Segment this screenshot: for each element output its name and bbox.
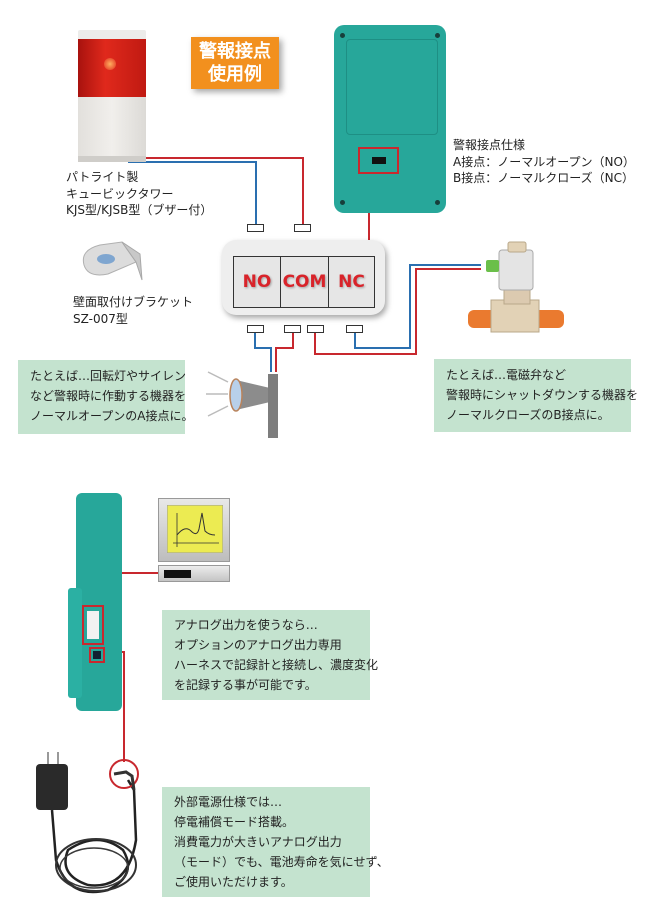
light-ray: [207, 371, 229, 383]
note-line: 消費電力が大きいアナログ出力: [174, 835, 342, 849]
bracket-caption-line: 壁面取付けブラケット: [73, 295, 194, 309]
alarm-contact-connector-highlight: [358, 147, 399, 174]
monitor-frame: [158, 498, 230, 562]
signal-tower-caption: パトライト製 キュービックタワー KJS型/KJSB型（ブザー付）: [66, 169, 212, 219]
solenoid-valve-image: [468, 241, 564, 333]
wire-red-com-to-siren: [275, 331, 294, 372]
usb-port: [87, 611, 99, 639]
signal-tower-image: [78, 30, 146, 162]
contact-spec-line: A接点：ノーマルオープン（NO）: [453, 154, 635, 169]
note-line: を記録する事が可能です。: [174, 678, 317, 692]
dc-plug-highlight: [109, 759, 139, 789]
siren-image: [206, 371, 278, 438]
screw-icon: [435, 33, 440, 38]
terminal-top-com: [294, 224, 311, 232]
title-line-2: 使用例: [208, 64, 262, 85]
note-line: たとえば…電磁弁など: [446, 368, 567, 382]
light-ray: [207, 405, 229, 417]
note-line: アナログ出力を使うなら…: [174, 618, 318, 632]
bracket-flange: [121, 241, 143, 281]
wire-red-com-to-valve: [314, 268, 481, 355]
note-line: ハーネスで記録計と接続し、濃度変化: [174, 658, 379, 672]
bracket-caption: 壁面取付けブラケット SZ-007型: [73, 294, 193, 327]
recorder-monitor-image: [158, 498, 230, 582]
recorder-base: [158, 565, 230, 582]
note-external-power: 外部電源仕様では… 停電補償モード搭載。 消費電力が大きいアナログ出力 （モード…: [162, 787, 389, 897]
screw-icon: [340, 33, 345, 38]
valve-connector: [486, 260, 499, 272]
wire-blue-no-to-siren: [254, 331, 272, 372]
detector-back-image: [334, 25, 446, 213]
bracket-hole: [97, 254, 115, 264]
terminal-nc: NC: [328, 256, 375, 308]
terminal-block: NO COM NC: [222, 240, 385, 315]
note-no-example: たとえば…回転灯やサイレン など警報時に作動する機器を ノーマルオープンのA接点…: [18, 360, 194, 434]
tower-body: [78, 97, 146, 162]
side-body: [76, 493, 122, 711]
monitor-screen: [167, 505, 223, 553]
note-line: オプションのアナログ出力専用: [174, 638, 342, 652]
wire-red-tower-com: [132, 157, 304, 224]
terminal-bottom-no: [247, 325, 264, 333]
terminal-com: COM: [280, 256, 329, 308]
note-line: たとえば…回転灯やサイレン: [30, 369, 187, 383]
wire-blue-tower-no: [128, 161, 257, 224]
screw-icon: [435, 200, 440, 205]
adapter-body: [36, 764, 68, 810]
tower-cap: [78, 30, 146, 39]
tower-caption-line: KJS型/KJSB型（ブザー付）: [66, 203, 213, 217]
note-line: 停電補償モード搭載。: [174, 815, 295, 829]
siren-post: [268, 374, 278, 438]
contact-spec-line: B接点：ノーマルクローズ（NC）: [453, 171, 634, 185]
note-line: 外部電源仕様では…: [174, 795, 283, 809]
note-line: ノーマルオープンのA接点に。: [30, 409, 194, 423]
battery-cover: [346, 39, 438, 135]
valve-cap: [507, 241, 527, 253]
screw-icon: [340, 200, 345, 205]
terminal-bottom-com-a: [284, 325, 301, 333]
note-line: （モード）でも、電池寿命を気にせず、: [174, 855, 389, 869]
cable-coil: [59, 847, 129, 889]
wire-blue-nc-to-valve: [354, 264, 481, 349]
tower-caption-line: パトライト製: [66, 170, 139, 184]
title-line-1: 警報接点: [199, 41, 271, 62]
detector-side-image: [68, 493, 124, 711]
siren-lens: [229, 378, 243, 412]
ac-adapter-image: [36, 752, 139, 894]
alarm-contact-connector: [372, 157, 386, 164]
tower-caption-line: キュービックタワー: [66, 186, 174, 201]
dc-jack: [93, 651, 101, 659]
side-grip: [68, 588, 82, 698]
note-line: ご使用いただけます。: [174, 875, 293, 889]
dc-plug: [113, 770, 136, 791]
note-line: ノーマルクローズのB接点に。: [446, 408, 610, 422]
dc-jack-highlight: [89, 647, 105, 663]
bracket-image: [82, 241, 143, 281]
contact-spec-title: 警報接点仕様: [453, 138, 526, 152]
cable-coil: [55, 838, 137, 892]
title-badge: 警報接点 使用例: [191, 37, 279, 89]
terminal-bottom-nc: [346, 325, 363, 333]
note-line: 警報時にシャットダウンする機器を: [446, 388, 639, 402]
note-nc-example: たとえば…電磁弁など 警報時にシャットダウンする機器を ノーマルクローズのB接点…: [434, 359, 639, 432]
contact-spec: 警報接点仕様 A接点：ノーマルオープン（NO） B接点：ノーマルクローズ（NC）: [453, 137, 635, 187]
terminal-top-no: [247, 224, 264, 232]
note-analog-output: アナログ出力を使うなら… オプションのアナログ出力専用 ハーネスで記録計と接続し…: [162, 610, 379, 700]
note-line: など警報時に作動する機器を: [30, 389, 187, 403]
recorder-slot: [164, 570, 191, 578]
graph-trace: [176, 512, 216, 536]
bracket-caption-line: SZ-007型: [73, 311, 128, 326]
terminal-no: NO: [233, 256, 281, 308]
valve-body: [490, 299, 540, 333]
siren-horn: [236, 380, 270, 410]
usb-port-highlight: [82, 605, 104, 645]
terminal-bottom-com-b: [307, 325, 324, 333]
tower-lamp-glow: [104, 58, 116, 70]
valve-coil: [498, 249, 534, 291]
